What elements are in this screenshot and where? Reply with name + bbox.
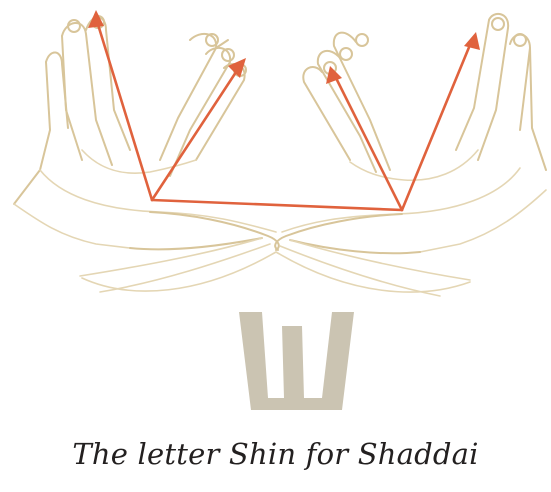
right-diagonal-arrow-line <box>334 74 402 210</box>
hebrew-letter-shin <box>239 312 354 410</box>
left-hand-illustration <box>14 16 279 292</box>
right-up-arrowhead <box>464 32 480 50</box>
diagram-caption: The letter Shin for Shaddai <box>0 437 551 471</box>
right-diagonal-arrowhead <box>326 66 342 84</box>
right-hand-illustration <box>275 14 546 296</box>
base-arrow-line <box>152 200 402 210</box>
right-up-arrow-line <box>402 40 472 210</box>
lower-hands-outline <box>82 252 470 292</box>
